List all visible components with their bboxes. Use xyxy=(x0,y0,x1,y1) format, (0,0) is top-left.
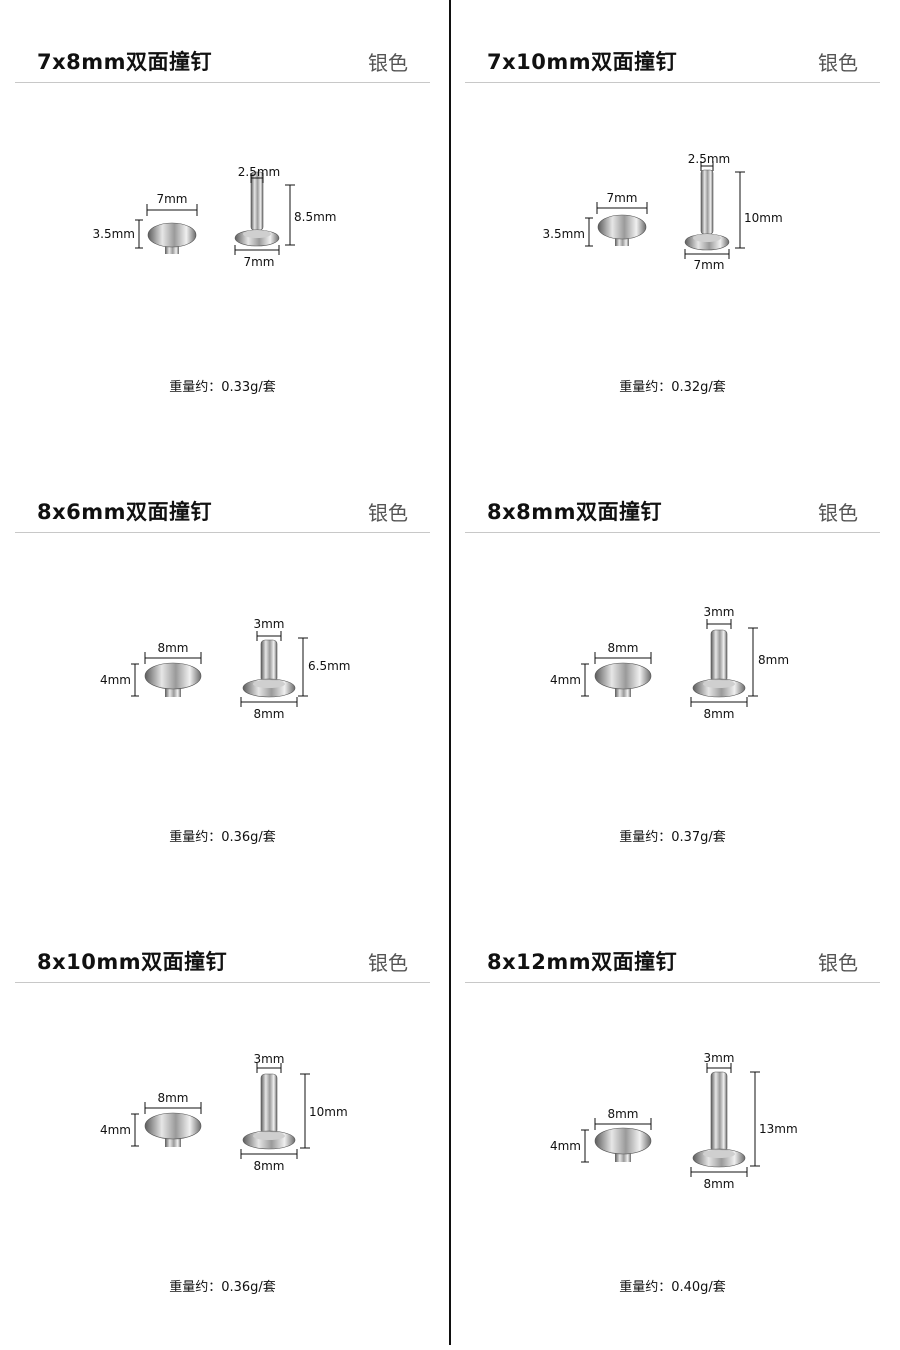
title-rule xyxy=(15,532,430,533)
product-color: 银色 xyxy=(818,501,858,525)
cap-diameter-label: 8mm xyxy=(157,641,188,655)
product-card-7x8: 7x8mm双面撞钉 银色 7mm 3.5mm xyxy=(15,0,430,450)
rivet-diagram: 8mm 4mm 3mm 6.5mm 8mm xyxy=(15,540,430,780)
product-card-8x12: 8x12mm双面撞钉 银色 8mm 4mm xyxy=(465,900,880,1350)
product-color: 银色 xyxy=(818,951,858,975)
rivet-cap xyxy=(144,662,202,697)
cap-diameter-label: 7mm xyxy=(156,192,187,206)
weight-note: 重量约：0.37g/套 xyxy=(619,830,726,845)
post-diameter-label: 2.5mm xyxy=(688,152,730,166)
product-card-8x6: 8x6mm双面撞钉 银色 8mm 4mm xyxy=(15,450,430,900)
weight-note: 重量约：0.33g/套 xyxy=(169,380,276,395)
product-color: 银色 xyxy=(818,51,858,75)
product-color: 银色 xyxy=(368,501,408,525)
post-diameter-label: 3mm xyxy=(253,1052,284,1066)
rivet-diagram: 8mm 4mm 3mm 10mm 8mm xyxy=(15,990,430,1230)
rivet-post xyxy=(242,1073,296,1150)
cap-height-label: 4mm xyxy=(550,673,581,687)
rivet-post xyxy=(684,169,730,251)
title-rule xyxy=(465,982,880,983)
cap-height-label: 4mm xyxy=(100,673,131,687)
title-rule xyxy=(465,532,880,533)
cap-diameter-label: 8mm xyxy=(607,641,638,655)
product-card-7x10: 7x10mm双面撞钉 银色 7mm 3.5mm xyxy=(465,0,880,450)
product-card-8x10: 8x10mm双面撞钉 银色 8mm 4mm xyxy=(15,900,430,1350)
weight-note: 重量约：0.40g/套 xyxy=(619,1280,726,1295)
cap-diameter-label: 8mm xyxy=(157,1091,188,1105)
product-title: 8x10mm双面撞钉 xyxy=(37,950,228,974)
center-divider xyxy=(449,0,451,1345)
rivet-post xyxy=(692,629,746,698)
cap-height-label: 3.5mm xyxy=(93,227,135,241)
product-title: 8x8mm双面撞钉 xyxy=(487,500,663,524)
cap-height-label: 4mm xyxy=(550,1139,581,1153)
base-diameter-label: 7mm xyxy=(693,258,724,272)
post-height-label: 13mm xyxy=(759,1122,798,1136)
rivet-cap xyxy=(597,214,647,246)
rivet-post xyxy=(234,171,280,247)
rivet-cap xyxy=(594,662,652,697)
post-diameter-label: 2.5mm xyxy=(238,165,280,179)
post-diameter-label: 3mm xyxy=(703,1051,734,1065)
rivet-diagram: 8mm 4mm 3mm 8mm 8mm xyxy=(465,540,880,780)
rivet-diagram: 7mm 3.5mm 2.5mm 10mm 7mm xyxy=(465,90,880,330)
weight-note: 重量约：0.36g/套 xyxy=(169,830,276,845)
base-diameter-label: 8mm xyxy=(703,1177,734,1191)
product-title: 8x6mm双面撞钉 xyxy=(37,500,213,524)
rivet-diagram: 7mm 3.5mm 2.5mm 8.5mm 7mm xyxy=(15,90,430,330)
title-rule xyxy=(15,82,430,83)
weight-note: 重量约：0.36g/套 xyxy=(169,1280,276,1295)
rivet-cap xyxy=(147,222,197,254)
product-title: 8x12mm双面撞钉 xyxy=(487,950,678,974)
product-color: 银色 xyxy=(368,951,408,975)
post-height-label: 8mm xyxy=(758,653,789,667)
cap-diameter-label: 8mm xyxy=(607,1107,638,1121)
cap-height-label: 3.5mm xyxy=(543,227,585,241)
post-height-label: 6.5mm xyxy=(308,659,350,673)
product-color: 银色 xyxy=(368,51,408,75)
post-diameter-label: 3mm xyxy=(703,605,734,619)
post-diameter-label: 3mm xyxy=(253,617,284,631)
rivet-post xyxy=(242,639,296,698)
cap-height-label: 4mm xyxy=(100,1123,131,1137)
post-height-label: 10mm xyxy=(309,1105,348,1119)
rivet-cap xyxy=(594,1127,652,1162)
rivet-diagram: 8mm 4mm 3mm 13mm 8mm xyxy=(465,990,880,1230)
post-height-label: 8.5mm xyxy=(294,210,336,224)
cap-diameter-label: 7mm xyxy=(606,191,637,205)
product-title: 7x8mm双面撞钉 xyxy=(37,50,213,74)
base-diameter-label: 8mm xyxy=(253,1159,284,1173)
base-diameter-label: 7mm xyxy=(243,255,274,269)
base-diameter-label: 8mm xyxy=(703,707,734,721)
base-diameter-label: 8mm xyxy=(253,707,284,721)
rivet-cap xyxy=(144,1112,202,1147)
title-rule xyxy=(465,82,880,83)
title-rule xyxy=(15,982,430,983)
product-title: 7x10mm双面撞钉 xyxy=(487,50,678,74)
post-height-label: 10mm xyxy=(744,211,783,225)
weight-note: 重量约：0.32g/套 xyxy=(619,380,726,395)
rivet-post xyxy=(692,1071,746,1168)
product-card-8x8: 8x8mm双面撞钉 银色 8mm 4mm xyxy=(465,450,880,900)
